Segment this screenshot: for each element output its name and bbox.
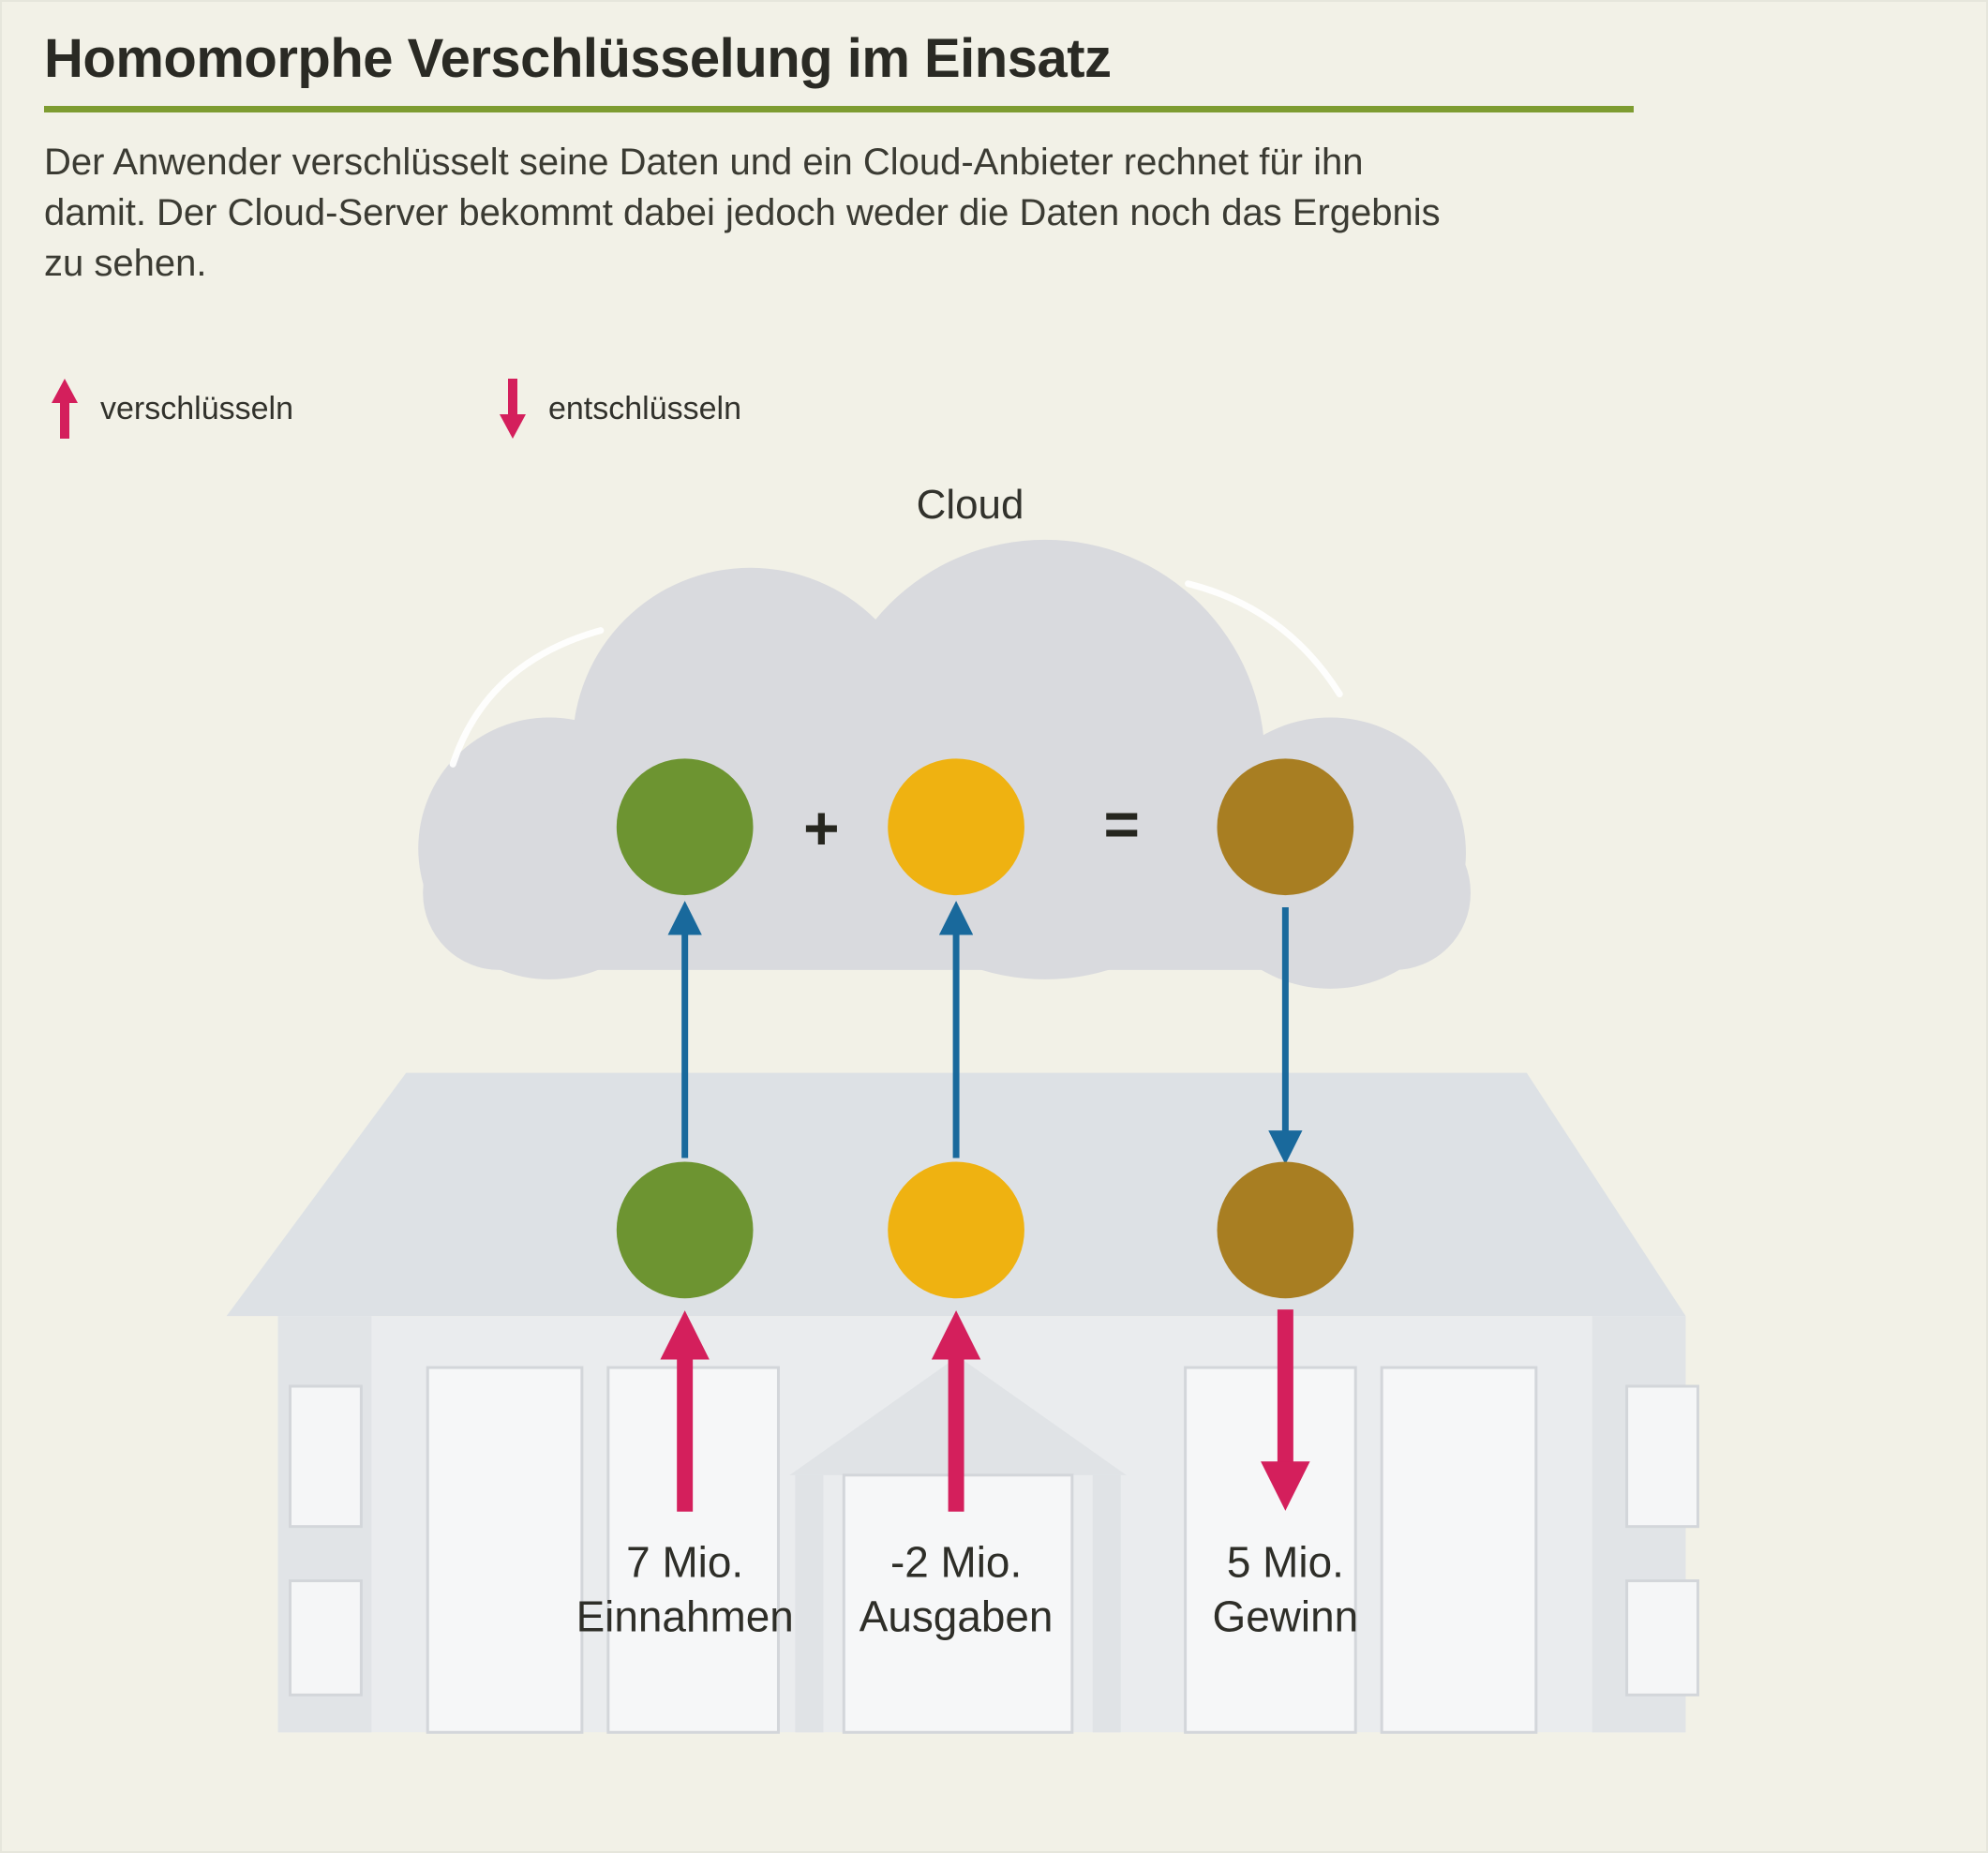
cloud-expenses-circle bbox=[888, 758, 1024, 896]
header: Homomorphe Verschlüsselung im Einsatz De… bbox=[44, 28, 1694, 289]
legend-item-encrypt: verschlüsseln bbox=[44, 377, 293, 441]
house-window bbox=[289, 1384, 363, 1529]
house-window bbox=[1625, 1384, 1699, 1529]
encrypt-up-arrow-icon bbox=[52, 379, 78, 439]
house-entrance-door bbox=[842, 1473, 1074, 1734]
expenses-label: Ausgaben bbox=[859, 1591, 1054, 1640]
cloud-highlight bbox=[1185, 580, 1343, 697]
house-profit-circle bbox=[1217, 1161, 1354, 1299]
portico-column bbox=[795, 1474, 824, 1733]
legend-item-decrypt: entschlüsseln bbox=[492, 377, 741, 441]
cloud-highlight bbox=[449, 627, 605, 768]
house-income-circle bbox=[616, 1161, 754, 1299]
house-expenses-circle bbox=[888, 1161, 1024, 1299]
portico-column bbox=[1092, 1474, 1121, 1733]
equals-operator: = bbox=[1103, 789, 1139, 859]
house-door bbox=[606, 1366, 780, 1734]
cloud-label: Cloud bbox=[917, 482, 1024, 528]
legend: verschlüsseln entschlüsseln bbox=[44, 375, 741, 442]
intro-text: Der Anwender verschlüsselt seine Daten u… bbox=[44, 141, 1441, 284]
income-label: Einnahmen bbox=[576, 1591, 794, 1640]
decrypt-label: entschlüsseln bbox=[547, 390, 741, 426]
house-door bbox=[1380, 1366, 1538, 1734]
page-title: Homomorphe Verschlüsselung im Einsatz bbox=[44, 28, 1112, 89]
expenses-amount: -2 Mio. bbox=[890, 1538, 1022, 1587]
house-window bbox=[1625, 1579, 1699, 1696]
house-window bbox=[289, 1579, 363, 1696]
profit-amount: 5 Mio. bbox=[1227, 1538, 1344, 1587]
title-underline bbox=[44, 105, 1634, 112]
decrypt-down-arrow-icon bbox=[499, 379, 526, 439]
house-door bbox=[1184, 1366, 1357, 1734]
plus-operator: + bbox=[803, 793, 839, 862]
cloud-profit-circle bbox=[1217, 758, 1354, 896]
income-amount: 7 Mio. bbox=[626, 1538, 743, 1587]
profit-label: Gewinn bbox=[1213, 1591, 1359, 1640]
cloud-income-circle bbox=[616, 758, 754, 896]
house-door bbox=[426, 1366, 584, 1734]
encrypt-label: verschlüsseln bbox=[100, 390, 293, 426]
